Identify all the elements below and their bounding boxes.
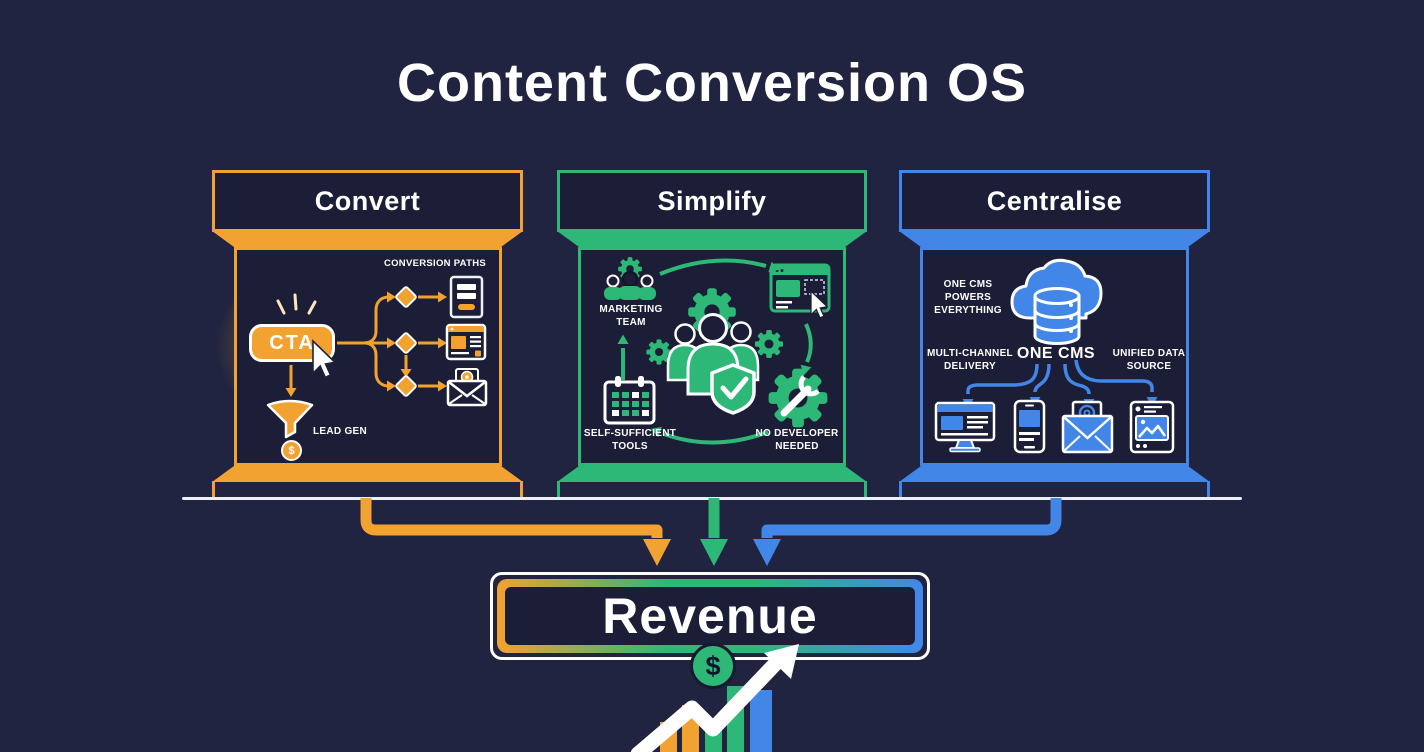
revenue-flow-arrowheads bbox=[643, 539, 781, 566]
panel-neck-centralise bbox=[899, 231, 1210, 247]
revenue-coin-icon: $ bbox=[690, 643, 736, 689]
no-developer-needed-label: NO DEVELOPER NEEDED bbox=[755, 428, 839, 452]
panel-neck-simplify bbox=[557, 231, 867, 247]
panel-foot-convert bbox=[212, 466, 523, 482]
flow-pipe-orange bbox=[360, 498, 663, 538]
panel-title-simplify: Simplify bbox=[657, 185, 767, 216]
conversion-paths-label: CONVERSION PATHS bbox=[383, 258, 487, 269]
one-cms-powers-label: ONE CMS POWERS EVERYTHING bbox=[934, 279, 1002, 316]
page-title: Content Conversion OS bbox=[396, 53, 1028, 113]
self-sufficient-tools-label: SELF-SUFFICIENT TOOLS bbox=[583, 428, 677, 452]
panel-skirt-simplify bbox=[557, 481, 867, 498]
panel-header-centralise: Centralise bbox=[899, 170, 1210, 232]
panel-title-centralise: Centralise bbox=[986, 185, 1123, 216]
panel-header-simplify: Simplify bbox=[557, 170, 867, 232]
revenue-label: Revenue bbox=[602, 588, 818, 644]
one-cms-label: ONE CMS bbox=[1016, 345, 1096, 362]
marketing-team-label: MARKETING TEAM bbox=[599, 304, 663, 328]
baseline-divider bbox=[182, 497, 1242, 500]
multi-channel-delivery-label: MULTI-CHANNEL DELIVERY bbox=[927, 348, 1013, 372]
bar-chart-icon bbox=[660, 686, 772, 752]
panel-foot-simplify bbox=[557, 466, 867, 482]
panel-title-convert: Convert bbox=[314, 185, 421, 216]
cta-button: CTA bbox=[249, 324, 335, 362]
panel-foot-centralise bbox=[899, 466, 1210, 482]
lead-gen-label: LEAD GEN bbox=[312, 426, 368, 437]
revenue-flow-pipes bbox=[360, 498, 1062, 538]
revenue-box-fill bbox=[505, 587, 915, 645]
lead-gen-coin-icon: $ bbox=[281, 440, 302, 461]
panel-skirt-centralise bbox=[899, 481, 1210, 498]
unified-data-source-label: UNIFIED DATA SOURCE bbox=[1112, 348, 1186, 372]
panel-neck-convert bbox=[212, 231, 523, 247]
panel-skirt-convert bbox=[212, 481, 523, 498]
panel-header-convert: Convert bbox=[212, 170, 523, 232]
flow-pipe-blue bbox=[761, 498, 1062, 538]
